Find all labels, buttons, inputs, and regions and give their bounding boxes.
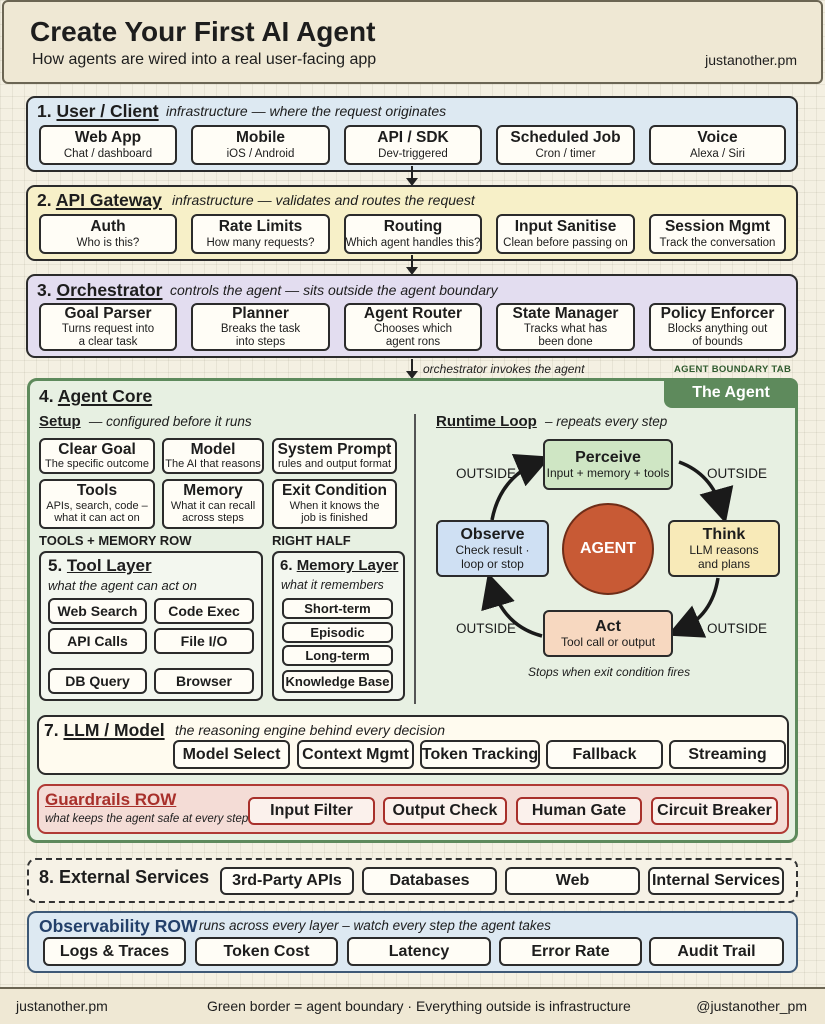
error-rate-item[interactable]: Error Rate [499, 937, 642, 966]
perceive-node[interactable]: Perceive Input + memory + tools [543, 439, 673, 490]
orchestrator-subtitle: controls the agent — sits outside the ag… [170, 282, 498, 298]
header-brand: justanother.pm [705, 52, 797, 68]
file-io-tool[interactable]: File I/O [154, 628, 254, 654]
databases-item[interactable]: Databases [362, 867, 497, 895]
user-client-title: 1. User / Client [37, 101, 159, 121]
agent-tab[interactable]: The Agent [664, 378, 798, 408]
act-node[interactable]: Act Tool call or output [543, 610, 673, 657]
token-tracking-item[interactable]: Token Tracking [420, 740, 540, 769]
llm-title: 7. LLM / Model [44, 720, 165, 740]
user-client-subtitle: infrastructure — where the request origi… [166, 103, 447, 119]
page-title: Create Your First AI Agent [30, 16, 376, 47]
invoke-label: orchestrator invokes the agent [423, 362, 585, 376]
tools-memory-row-label: TOOLS + MEMORY ROW [39, 533, 192, 548]
setup-runtime-divider [414, 414, 416, 704]
orchestrator-title: 3. Orchestrator [37, 280, 163, 300]
web-item[interactable]: Web [505, 867, 640, 895]
outside-label-top-left: OUTSIDE [456, 466, 517, 481]
internal-services-item[interactable]: Internal Services [648, 867, 784, 895]
arrow-down-icon [406, 255, 418, 275]
agent-tab-label: The Agent [692, 384, 770, 401]
outside-label-bottom-right: OUTSIDE [707, 621, 768, 636]
browser-tool[interactable]: Browser [154, 668, 254, 694]
context-mgmt-item[interactable]: Context Mgmt [297, 740, 414, 769]
circuit-breaker-item[interactable]: Circuit Breaker [651, 797, 778, 825]
audit-trail-item[interactable]: Audit Trail [649, 937, 784, 966]
latency-item[interactable]: Latency [347, 937, 491, 966]
footer-left: justanother.pm [16, 998, 108, 1014]
human-gate-item[interactable]: Human Gate [516, 797, 642, 825]
web-search-tool[interactable]: Web Search [48, 598, 147, 624]
external-services-title: 8. External Services [39, 867, 210, 887]
streaming-item[interactable]: Streaming [669, 740, 786, 769]
logs-traces-item[interactable]: Logs & Traces [43, 937, 186, 966]
outside-label-bottom-left: OUTSIDE [456, 621, 517, 636]
agent-boundary-caption: AGENT BOUNDARY TAB [674, 364, 792, 375]
short-term-memory[interactable]: Short-term [282, 598, 393, 619]
llm-subtitle: the reasoning engine behind every decisi… [175, 722, 446, 738]
api-calls-tool[interactable]: API Calls [48, 628, 147, 654]
long-term-memory[interactable]: Long-term [282, 645, 393, 666]
output-check-item[interactable]: Output Check [383, 797, 507, 825]
memory-layer-subtitle: what it remembers [281, 578, 384, 592]
agent-center-label: AGENT [580, 540, 636, 557]
fallback-item[interactable]: Fallback [546, 740, 663, 769]
guardrails-title: Guardrails ROW [45, 790, 177, 809]
footer-bar [0, 987, 825, 1024]
model-select-item[interactable]: Model Select [173, 740, 290, 769]
outside-label-top-right: OUTSIDE [707, 466, 768, 481]
think-node[interactable]: Think LLM reasons and plans [668, 520, 780, 577]
footer-right: @justanother_pm [696, 998, 807, 1014]
tool-layer-title: 5. Tool Layer [48, 556, 152, 575]
runtime-heading: Runtime Loop – repeats every step [436, 413, 668, 430]
observe-node[interactable]: Observe Check result · loop or stop [436, 520, 549, 577]
agent-core-title: 4. Agent Core [39, 386, 153, 406]
arrow-down-icon [406, 166, 418, 186]
guardrails-subtitle: what keeps the agent safe at every step [45, 813, 249, 825]
arrow-down-icon [406, 359, 418, 379]
third-party-apis-item[interactable]: 3rd-Party APIs [220, 867, 354, 895]
episodic-memory[interactable]: Episodic [282, 622, 393, 643]
db-query-tool[interactable]: DB Query [48, 668, 147, 694]
footer-center: Green border = agent boundary · Everythi… [207, 998, 631, 1014]
agent-center-circle[interactable]: AGENT [562, 503, 654, 595]
knowledge-base-memory[interactable]: Knowledge Base [282, 670, 393, 693]
memory-layer-title: 6. Memory Layer [280, 557, 399, 574]
observability-subtitle: runs across every layer – watch every st… [199, 918, 551, 933]
token-cost-item[interactable]: Token Cost [195, 937, 338, 966]
tool-layer-subtitle: what the agent can act on [48, 578, 197, 593]
code-exec-tool[interactable]: Code Exec [154, 598, 254, 624]
exit-condition-note: Stops when exit condition fires [528, 665, 691, 679]
api-gateway-subtitle: infrastructure — validates and routes th… [172, 192, 475, 208]
header-panel: Create Your First AI Agent How agents ar… [2, 0, 823, 84]
input-filter-item[interactable]: Input Filter [248, 797, 375, 825]
right-half-label: RIGHT HALF [272, 533, 351, 548]
setup-heading: Setup — configured before it runs [39, 413, 252, 430]
page-subtitle: How agents are wired into a real user-fa… [32, 51, 377, 68]
api-gateway-title: 2. API Gateway [37, 190, 162, 210]
observability-title: Observability ROW [39, 916, 198, 936]
